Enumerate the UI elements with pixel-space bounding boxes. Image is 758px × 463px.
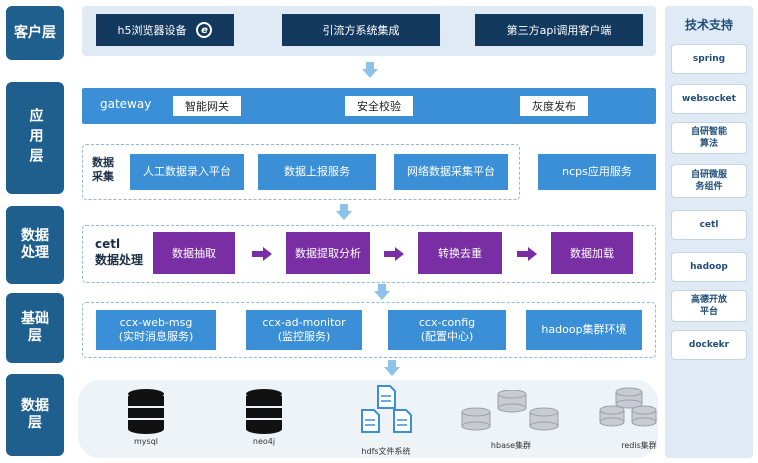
- base-config-sub: (配置中心): [420, 330, 474, 343]
- down-arrow-icon: [374, 284, 390, 300]
- down-arrow-icon: [384, 360, 400, 376]
- store-hdfs-label: hdfs文件系统: [361, 447, 411, 456]
- base-config: ccx-config (配置中心): [388, 310, 506, 350]
- mysql-database-icon: [128, 389, 164, 434]
- client-h5-browser: h5浏览器设备 e: [96, 14, 234, 46]
- layer-data-processing-text: 数据处理: [21, 228, 49, 261]
- gateway-gray-release: 灰度发布: [520, 96, 588, 116]
- right-arrow-icon: [384, 247, 404, 261]
- base-ad-monitor-sub: (监控服务): [277, 330, 331, 343]
- ie-browser-icon: e: [196, 22, 213, 38]
- collect-manual-entry: 人工数据录入平台: [130, 154, 244, 190]
- tech-websocket: websocket: [671, 84, 747, 114]
- hdfs-file-icon: [361, 385, 412, 433]
- collect-label: 数据 采集: [92, 156, 114, 183]
- collect-report-service: 数据上报服务: [258, 154, 376, 190]
- tech-spring: spring: [671, 44, 747, 74]
- client-integration: 引流方系统集成: [282, 14, 440, 46]
- step-load: 数据加载: [551, 232, 633, 274]
- down-arrow-icon: [336, 204, 352, 220]
- neo4j-database-icon: [246, 389, 282, 434]
- layer-base-text: 基础层: [21, 311, 49, 344]
- tech-docker: dockekr: [671, 330, 747, 360]
- layer-data: 数据层: [6, 374, 64, 456]
- base-web-msg: ccx-web-msg (实时消息服务): [96, 310, 216, 350]
- down-arrow-icon: [362, 62, 378, 78]
- step-analyze: 数据提取分析: [286, 232, 370, 274]
- store-hbase-label: hbase集群: [490, 441, 532, 450]
- tech-hadoop: hadoop: [671, 252, 747, 282]
- store-neo4j-label: neo4j: [252, 437, 276, 446]
- tech-microservice: 自研微服 务组件: [671, 164, 747, 198]
- client-h5-browser-label: h5浏览器设备: [117, 24, 187, 37]
- store-redis-label: redis集群: [621, 441, 657, 450]
- redis-cluster-icon: [599, 387, 657, 427]
- step-dedupe: 转换去重: [418, 232, 502, 274]
- tech-smart-algorithm: 自研智能 算法: [671, 122, 747, 154]
- base-config-name: ccx-config: [418, 316, 476, 329]
- base-ad-monitor-name: ccx-ad-monitor: [262, 316, 346, 329]
- gateway-label: gateway: [100, 97, 152, 111]
- base-web-msg-name: ccx-web-msg: [119, 316, 193, 329]
- base-ad-monitor: ccx-ad-monitor (监控服务): [246, 310, 362, 350]
- layer-app: 应用层: [6, 82, 64, 194]
- collect-web-crawl: 网络数据采集平台: [394, 154, 508, 190]
- base-web-msg-sub: (实时消息服务): [118, 330, 194, 343]
- processing-label: cetl 数据处理: [95, 237, 144, 267]
- layer-data-processing: 数据处理: [6, 206, 64, 284]
- right-arrow-icon: [517, 247, 537, 261]
- layer-client: 客户层: [6, 6, 64, 60]
- client-third-party-api: 第三方api调用客户端: [475, 14, 643, 46]
- tech-amap: 高德开放 平台: [671, 290, 747, 322]
- step-extract: 数据抽取: [153, 232, 235, 274]
- tech-cetl: cetl: [671, 210, 747, 240]
- store-mysql-label: mysql: [134, 437, 158, 446]
- layer-data-text: 数据层: [21, 398, 49, 431]
- gateway-smart-gateway: 智能网关: [173, 96, 241, 116]
- ncps-app-service: ncps应用服务: [538, 154, 656, 190]
- base-hadoop: hadoop集群环境: [526, 310, 642, 350]
- right-arrow-icon: [252, 247, 272, 261]
- tech-title: 技术支持: [684, 18, 733, 32]
- hbase-cluster-icon: [461, 390, 559, 431]
- layer-base: 基础层: [6, 293, 64, 363]
- gateway-security-check: 安全校验: [345, 96, 413, 116]
